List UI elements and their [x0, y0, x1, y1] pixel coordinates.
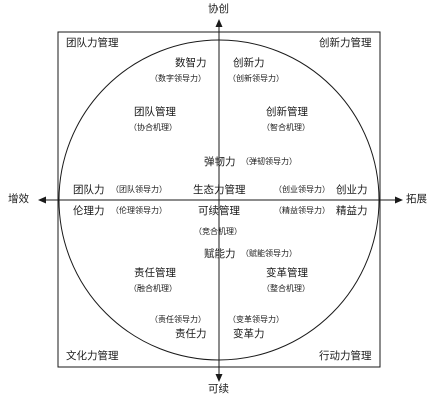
- label-tuandui: 团队力: [73, 184, 105, 196]
- label-chuangxin-mgmt: 创新管理: [266, 106, 308, 118]
- axis-arrow-down: [215, 374, 223, 382]
- label-chuangye-sub: （创业领导力）: [274, 185, 330, 194]
- label-chuangxinli-sub: （创新领导力）: [228, 74, 284, 83]
- label-biange-sub: （变革领导力）: [228, 315, 284, 324]
- label-lunli: 伦理力: [73, 205, 105, 217]
- label-shengtai: 生态力管理: [193, 184, 246, 196]
- label-shuzhi: 数智力: [175, 57, 207, 69]
- label-chuangxin-mgmt-sub: （智合机理）: [262, 123, 310, 132]
- label-biange-mgmt: 变革管理: [266, 267, 308, 279]
- label-zeren: 责任力: [175, 328, 207, 340]
- label-biange: 变革力: [233, 328, 265, 340]
- label-chuangxinli: 创新力: [233, 57, 265, 69]
- label-shuzhi-sub: （数字领导力）: [150, 74, 206, 83]
- label-jinghe: （竞合机理）: [194, 227, 242, 236]
- axis-label-bottom: 可续: [208, 383, 229, 395]
- label-tuandui-sub: （团队领导力）: [111, 185, 167, 194]
- axis-label-top: 协创: [208, 3, 229, 15]
- label-zeren-mgmt: 责任管理: [134, 267, 176, 279]
- axis-arrow-up: [215, 19, 223, 27]
- label-funeng-sub: （赋能领导力）: [241, 249, 297, 258]
- label-biange-mgmt-sub: （整合机理）: [262, 284, 310, 293]
- axis-arrow-right: [395, 196, 403, 204]
- axis-label-right: 拓展: [406, 193, 427, 205]
- label-zeren-sub: （责任领导力）: [150, 315, 206, 324]
- label-tuandui-mgmt-sub: （协合机理）: [129, 123, 177, 132]
- axis-label-left: 增效: [8, 193, 29, 205]
- label-tanren: 弹韧力: [204, 156, 236, 168]
- label-kexu-mgmt: 可续管理: [198, 205, 240, 217]
- label-zeren-mgmt-sub: （融合机理）: [129, 284, 177, 293]
- label-funeng: 赋能力: [204, 248, 236, 260]
- label-tuandui-mgmt: 团队管理: [134, 106, 176, 118]
- corner-label-bottom-left: 文化力管理: [66, 350, 119, 362]
- label-jingyi: 精益力: [336, 205, 368, 217]
- label-tanren-sub: （弹韧领导力）: [241, 157, 297, 166]
- label-chuangye: 创业力: [336, 184, 368, 196]
- label-jingyi-sub: （精益领导力）: [274, 206, 330, 215]
- corner-label-top-left: 团队力管理: [66, 37, 119, 49]
- corner-label-top-right: 创新力管理: [319, 37, 372, 49]
- label-lunli-sub: （伦理领导力）: [111, 206, 167, 215]
- corner-label-bottom-right: 行动力管理: [319, 350, 372, 362]
- axis-arrow-left: [38, 196, 46, 204]
